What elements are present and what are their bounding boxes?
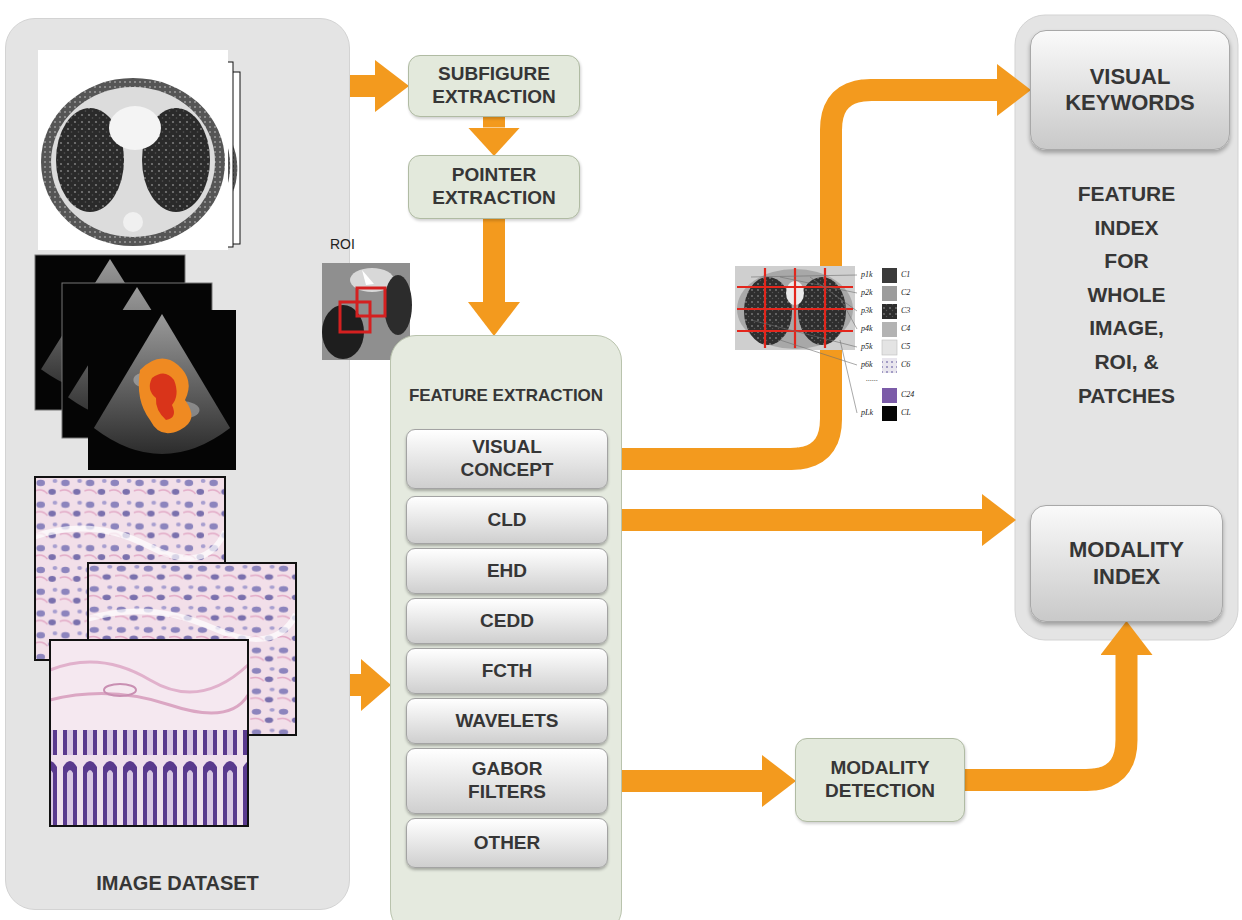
process-box: MODALITY DETECTION [795, 738, 965, 822]
feature-label: OTHER [474, 832, 541, 855]
flow-arrow [608, 770, 762, 792]
feature-button: VISUAL CONCEPT [406, 429, 608, 489]
roi-label: ROI [330, 236, 355, 252]
feature-button: WAVELETS [406, 698, 608, 744]
process-label: SUBFIGURE EXTRACTION [418, 63, 570, 109]
feature-label: GABOR FILTERS [437, 758, 577, 804]
ellipsis-label: ...... [866, 374, 878, 384]
process-label: POINTER EXTRACTION [418, 164, 570, 210]
flow-arrow [965, 655, 1127, 780]
cluster-label: C1 [901, 270, 910, 280]
patch-label: pLk [861, 408, 873, 418]
feature-label: CEDD [480, 610, 534, 633]
feature-button: OTHER [406, 818, 608, 868]
cluster-label: C3 [901, 306, 910, 316]
patch-label: p5k [861, 342, 873, 352]
feature-label: VISUAL CONCEPT [437, 436, 577, 482]
process-box: SUBFIGURE EXTRACTION [408, 55, 580, 117]
flow-arrow [608, 90, 997, 459]
feature-label: WAVELETS [455, 710, 558, 733]
flow-arrow [350, 674, 361, 696]
patch-label: p2k [861, 288, 873, 298]
feature-button: FCTH [406, 648, 608, 694]
index-box: MODALITY INDEX [1030, 505, 1223, 622]
leader-lines [751, 275, 857, 413]
ct-stack [38, 50, 240, 250]
process-box: POINTER EXTRACTION [408, 155, 580, 219]
histology-stack [35, 477, 296, 826]
index-box: VISUAL KEYWORDS [1030, 30, 1230, 150]
cluster-label: C4 [901, 324, 910, 334]
process-label: MODALITY DETECTION [805, 757, 955, 803]
feature-label: FCTH [482, 660, 533, 683]
cluster-label: C2 [901, 288, 910, 298]
panel-title: FEATURE EXTRACTION [409, 386, 603, 406]
flow-arrow [608, 509, 982, 531]
panel-title: IMAGE DATASET [96, 871, 259, 895]
patch-label: p6k [861, 360, 873, 370]
index-label: MODALITY INDEX [1047, 537, 1207, 590]
index-panel: FEATURE INDEX FOR WHOLE IMAGE, ROI, & PA… [1015, 15, 1238, 640]
feature-label: CLD [487, 509, 526, 532]
lung-slice [735, 266, 855, 350]
index-label: VISUAL KEYWORDS [1050, 64, 1210, 117]
patch-thumbnails [882, 268, 897, 421]
panel-text: FEATURE INDEX FOR WHOLE IMAGE, ROI, & PA… [1074, 177, 1180, 412]
dataset-illustration [0, 0, 420, 880]
feature-button: CLD [406, 496, 608, 544]
feature-label: EHD [487, 560, 527, 583]
cluster-label: CL [901, 408, 911, 418]
flow-arrow [483, 219, 505, 302]
patch-label: p1k [861, 270, 873, 280]
cluster-label: C6 [901, 360, 910, 370]
feature-button: CEDD [406, 598, 608, 644]
flow-arrow [350, 75, 375, 97]
cluster-label: C24 [901, 390, 914, 400]
dataset-panel: IMAGE DATASET [5, 18, 350, 910]
feature-button: EHD [406, 548, 608, 594]
feature-button: GABOR FILTERS [406, 748, 608, 814]
panel-backdrop [1015, 15, 1238, 640]
patch-label: p4k [861, 324, 873, 334]
ultrasound-stack [35, 255, 236, 470]
feature-panel: FEATURE EXTRACTION VISUAL CONCEPT CLD EHD CE… [390, 335, 622, 920]
flow-arrow [483, 117, 505, 128]
patch-label: p3k [861, 306, 873, 316]
cluster-label: C5 [901, 342, 910, 352]
